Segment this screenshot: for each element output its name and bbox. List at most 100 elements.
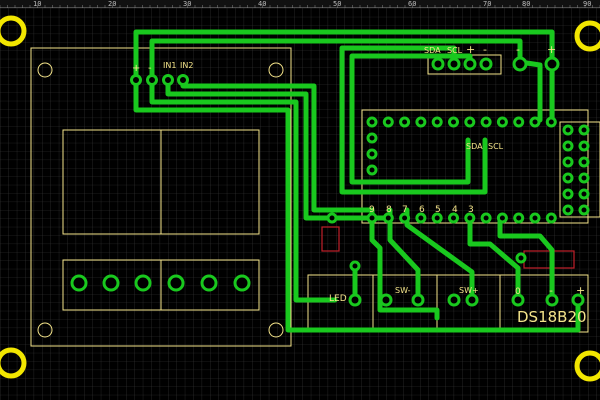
usb-pad-a-6	[562, 204, 574, 216]
label-sw-minus: SW-	[395, 286, 411, 295]
top-ruler: 10 20 30 40 50 60 70 80 90	[0, 0, 600, 8]
grid	[0, 8, 600, 400]
label-pin-9: 9	[369, 205, 375, 215]
led-pad-a	[348, 293, 362, 307]
label-led: LED	[329, 294, 347, 304]
relay-module-outline	[30, 47, 292, 347]
terminal-pad-1	[70, 274, 88, 292]
arduino-left-pad-2	[366, 148, 378, 160]
arduino-left-pad-1	[366, 132, 378, 144]
label-ds-minus: -	[549, 284, 553, 297]
arduino-top-pad-2	[382, 116, 394, 128]
label-scl-top: SCL	[447, 46, 463, 55]
terminal-pad-6	[233, 274, 251, 292]
ruler-tick-80: 80	[522, 0, 530, 8]
ruler-tick-50: 50	[333, 0, 341, 8]
ds-pad-data	[511, 293, 525, 307]
terminal-pad-5	[200, 274, 218, 292]
ds-pad-plus	[571, 293, 585, 307]
silkscreen	[30, 47, 600, 347]
relay-mount-tr	[268, 62, 284, 78]
mount-hole-bottom-left	[0, 347, 27, 379]
arduino-top-pad-5	[431, 116, 443, 128]
usb-pad-b-5	[578, 188, 590, 200]
ruler-tick-60: 60	[408, 0, 416, 8]
ruler-tick-40: 40	[258, 0, 266, 8]
arduino-usb-outline	[559, 121, 600, 218]
power-pad-minus	[512, 56, 528, 72]
sw-minus-pad-b	[411, 293, 425, 307]
label-i2c-minus: -	[483, 43, 487, 56]
label-pin-6: 6	[419, 205, 425, 215]
relay-mount-br	[268, 322, 284, 338]
resistor-left	[321, 226, 340, 252]
arduino-bottom-pad-5	[431, 212, 443, 224]
relay-pad-in2	[177, 74, 189, 86]
terminal-pad-4	[167, 274, 185, 292]
relay-pad-plus	[130, 74, 142, 86]
usb-pad-a-1	[562, 124, 574, 136]
terminal-pad-3	[134, 274, 152, 292]
arduino-bottom-pad-7	[464, 212, 476, 224]
usb-pad-a-5	[562, 188, 574, 200]
labels: + - IN1 IN2 SDA SCL + - - + SDA SCL 9 8 …	[132, 43, 587, 326]
label-sw-plus: SW+	[459, 286, 479, 295]
usb-pad-a-3	[562, 156, 574, 168]
ruler-tick-20: 20	[108, 0, 116, 8]
label-in1: IN1	[163, 61, 176, 70]
mount-holes	[0, 15, 600, 382]
arduino-bottom-pad-3	[399, 212, 411, 224]
arduino-bottom-pad-8	[480, 212, 492, 224]
pad-extra-b	[349, 260, 361, 272]
i2c-pad-4	[479, 57, 493, 71]
arduino-top-pad-9	[496, 116, 508, 128]
terminal-pad-2	[102, 274, 120, 292]
label-pin-3: 3	[468, 205, 474, 215]
arduino-bottom-pad-12	[545, 212, 557, 224]
arduino-top-pad-7	[464, 116, 476, 128]
label-i2c-plus: +	[466, 43, 475, 56]
mount-hole-top-right	[574, 20, 600, 52]
label-ds-data: 0	[515, 287, 521, 297]
arduino-top-pad-6	[448, 116, 459, 128]
label-relay-minus: -	[148, 63, 152, 74]
arduino-bottom-pad-10	[513, 212, 525, 224]
ruler-tick-90: 90	[583, 0, 591, 8]
usb-pad-b-1	[578, 124, 590, 136]
usb-pad-a-2	[562, 140, 574, 152]
label-sda-mid: SDA	[466, 142, 483, 151]
label-in2: IN2	[180, 61, 193, 70]
label-ds-plus: +	[576, 284, 585, 297]
i2c-pad-1	[431, 57, 445, 71]
label-relay-plus: +	[132, 63, 140, 74]
relay-pad-in1	[162, 74, 174, 86]
label-scl-mid: SCL	[488, 142, 504, 151]
arduino-top-pad-11	[529, 116, 541, 128]
power-pad-plus	[544, 56, 560, 72]
ds-pad-minus	[545, 293, 559, 307]
arduino-bottom-pad-2	[382, 212, 394, 224]
mount-hole-top-left	[0, 15, 27, 47]
arduino-top-pad-1	[366, 116, 378, 128]
label-pin-7: 7	[402, 205, 408, 215]
label-pin-4: 4	[452, 205, 458, 215]
i2c-pad-3	[463, 57, 477, 71]
i2c-pad-2	[447, 57, 461, 71]
arduino-bottom-pad-9	[496, 212, 508, 224]
relay-pad-minus	[146, 74, 158, 86]
sw-plus-pad-b	[465, 293, 479, 307]
label-pin-8: 8	[386, 205, 392, 215]
pads	[70, 56, 590, 307]
arduino-outline	[361, 109, 589, 224]
label-sda-top: SDA	[424, 46, 441, 55]
label-ds18b20: DS18B20	[517, 308, 587, 326]
arduino-top-pad-10	[513, 116, 525, 128]
arduino-bottom-pad-4	[415, 212, 427, 224]
ruler-tick-10: 10	[33, 0, 41, 8]
arduino-left-pad-3	[366, 164, 378, 176]
relay-mount-tl	[37, 62, 53, 78]
ruler-tick-30: 30	[183, 0, 191, 8]
label-power-plus: +	[547, 43, 556, 56]
arduino-top-pad-3	[399, 116, 411, 128]
